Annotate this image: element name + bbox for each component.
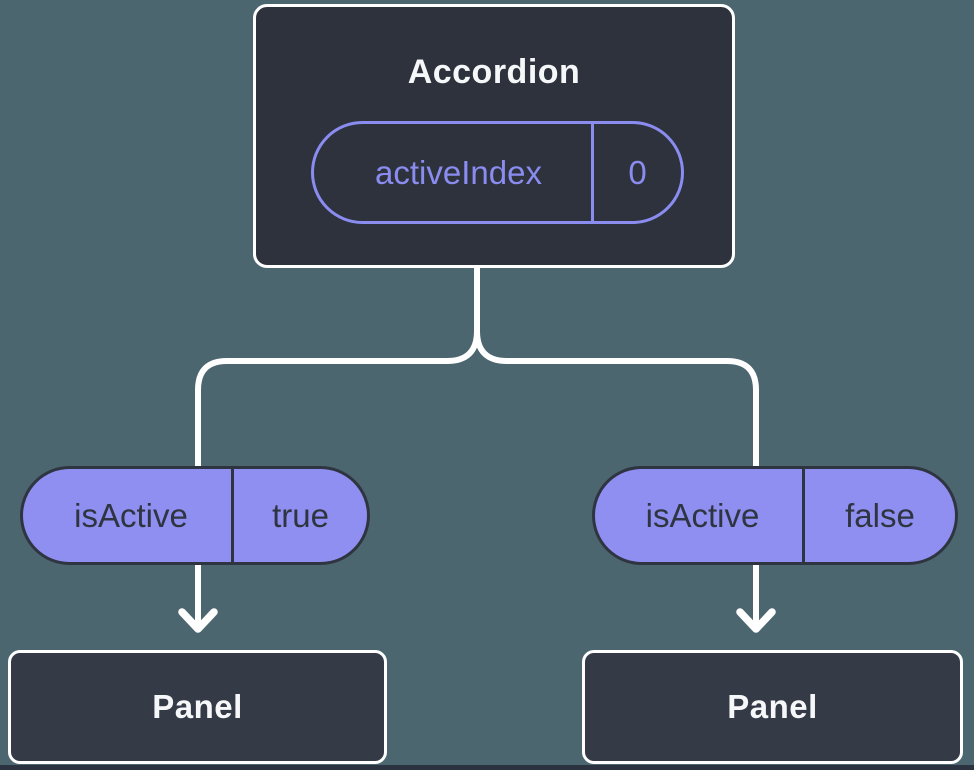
prop-value: false bbox=[845, 496, 915, 534]
prop-name: isActive bbox=[595, 469, 805, 562]
panel-node-title: Panel bbox=[152, 688, 243, 725]
prop-name: isActive bbox=[23, 469, 234, 562]
branch-line-left bbox=[195, 263, 480, 625]
prop-pill-right: isActive false bbox=[592, 466, 958, 565]
prop-value: true bbox=[272, 496, 329, 534]
panel-node-title: Panel bbox=[727, 688, 818, 725]
panel-node-left: Panel bbox=[8, 650, 387, 764]
state-pill: activeIndex 0 bbox=[311, 121, 684, 224]
prop-pill-left: isActive true bbox=[20, 466, 370, 565]
arrow-down-icon bbox=[178, 608, 218, 633]
accordion-node-title: Accordion bbox=[407, 53, 581, 91]
arrow-down-icon bbox=[736, 608, 776, 633]
branch-line-right bbox=[474, 263, 759, 625]
state-value: 0 bbox=[628, 153, 647, 191]
panel-node-right: Panel bbox=[582, 650, 963, 764]
state-name: activeIndex bbox=[314, 124, 594, 221]
accordion-node: Accordion activeIndex 0 bbox=[253, 4, 735, 268]
bottom-edge-strip bbox=[0, 765, 974, 770]
